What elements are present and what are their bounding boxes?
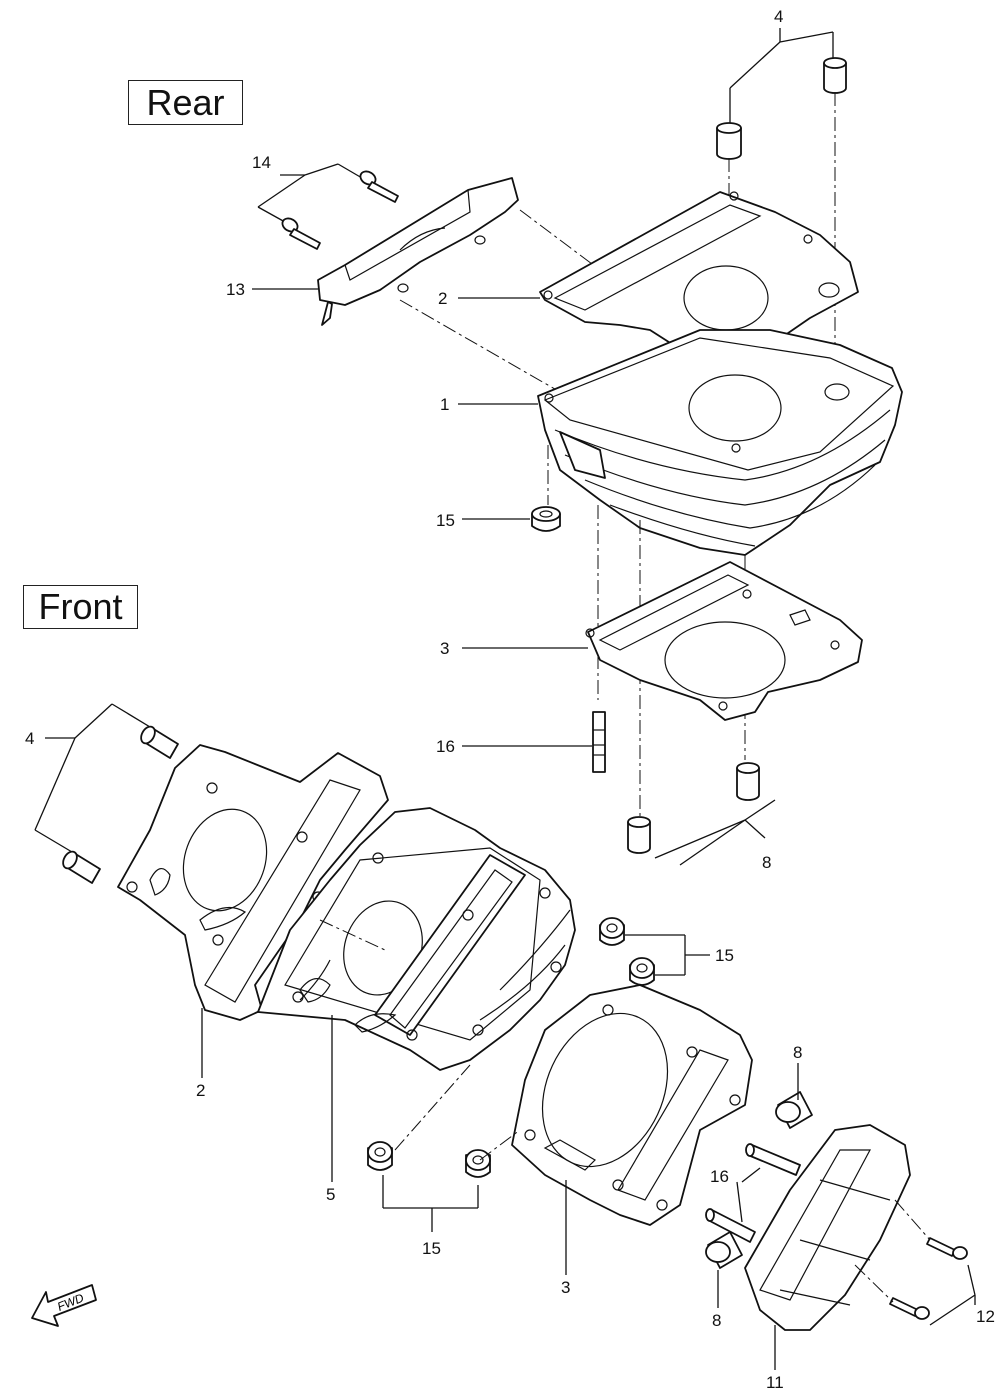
dowel-8-top-a xyxy=(736,762,760,801)
callout-2-top: 2 xyxy=(438,289,447,308)
flange-nut-15-bot-b xyxy=(465,1149,491,1178)
callout-5: 5 xyxy=(326,1185,335,1204)
cylinder-block-rear xyxy=(537,329,903,556)
callout-8-top-leader xyxy=(654,799,776,866)
bolt-12-a xyxy=(926,1237,968,1260)
stud-bolt-16-top xyxy=(592,711,606,773)
forward-direction-arrow: FWD xyxy=(31,1284,97,1327)
dowel-pin-rear-2 xyxy=(716,122,742,160)
stud-bolt-16-bot-a xyxy=(745,1143,801,1176)
callout-4-top: 4 xyxy=(774,7,783,26)
dowel-8-top-b xyxy=(627,816,651,854)
callout-8-top: 8 xyxy=(762,853,771,872)
dowel-front-2 xyxy=(62,850,101,884)
callout-13: 13 xyxy=(226,280,245,299)
callout-2-bot: 2 xyxy=(196,1081,205,1100)
callout-12-leader xyxy=(929,1264,976,1326)
bolt-12-b xyxy=(889,1297,930,1320)
bolt-14-b xyxy=(281,217,321,250)
callout-15-top: 15 xyxy=(436,511,455,530)
dowel-8-mid xyxy=(775,1091,813,1129)
flange-nut-15-mid-b xyxy=(629,957,655,986)
cylinder-base-gasket-front xyxy=(511,984,753,1226)
callout-4-top-leader xyxy=(729,28,834,125)
dowel-front-1 xyxy=(140,725,179,759)
flange-nut-15-mid-a xyxy=(599,917,625,946)
rear-view-label: Rear xyxy=(128,80,243,125)
callout-8-mid: 8 xyxy=(793,1043,802,1062)
callout-1: 1 xyxy=(440,395,449,414)
cylinder-head-gasket-front xyxy=(117,744,389,1021)
callout-16-top: 16 xyxy=(436,737,455,756)
stud-bolt-16-bot-b xyxy=(705,1208,756,1243)
callout-15-bot: 15 xyxy=(422,1239,441,1258)
callout-4-left: 4 xyxy=(25,729,34,748)
callout-4-left-leader xyxy=(34,703,156,853)
dowel-pin-rear-1 xyxy=(823,57,847,94)
dowel-8-bot xyxy=(705,1231,743,1269)
callout-3-top: 3 xyxy=(440,639,449,658)
chain-guide-11 xyxy=(744,1124,911,1331)
cylinder-base-gasket-rear xyxy=(585,561,863,721)
front-view-label: Front xyxy=(23,585,138,629)
flange-nut-15-bot-a xyxy=(367,1141,393,1171)
callout-16-bot: 16 xyxy=(710,1167,729,1186)
callout-12: 12 xyxy=(976,1307,995,1326)
chain-guide-13 xyxy=(317,177,519,326)
callout-14-leader xyxy=(257,163,363,223)
callout-16-bot-leader xyxy=(736,1167,761,1223)
cylinder-block-front xyxy=(257,807,576,1071)
callout-3-bot: 3 xyxy=(561,1278,570,1297)
callout-15-mid: 15 xyxy=(715,946,734,965)
bolt-14-a xyxy=(359,170,399,203)
callout-14: 14 xyxy=(252,153,271,172)
callout-15-mid-leader xyxy=(625,934,710,976)
flange-nut-15-top xyxy=(531,506,561,532)
callout-8-bot: 8 xyxy=(712,1311,721,1330)
callout-11: 11 xyxy=(766,1373,784,1392)
callout-15-bot-leader xyxy=(382,1175,479,1232)
